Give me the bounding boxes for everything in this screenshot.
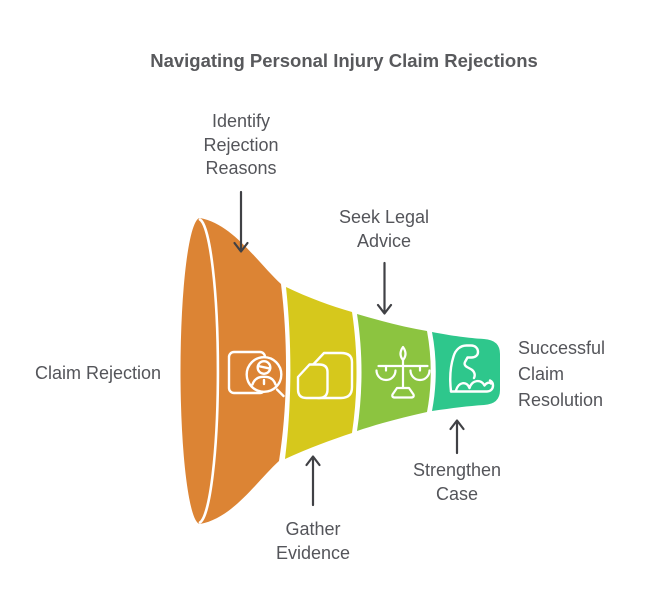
arrow-identify-rejection-reasons — [233, 190, 249, 253]
bicep-icon — [449, 344, 495, 393]
person-search-icon — [227, 350, 285, 398]
funnel-input-label: Claim Rejection — [34, 363, 162, 383]
documents-icon — [296, 351, 354, 400]
stage-label-strengthen-case: Strengthen Case — [412, 460, 502, 504]
arrow-seek-legal-advice — [376, 261, 393, 315]
stage-label-gather-evidence: Gather Evidence — [275, 519, 351, 563]
funnel-stage-1 — [180, 218, 287, 524]
funnel-mouth-seam — [198, 218, 220, 524]
funnel-output-label: Successful Claim Resolution — [518, 338, 606, 410]
stage-label-seek-legal-advice: Seek Legal Advice — [338, 207, 430, 251]
page-title: Navigating Personal Injury Claim Rejecti… — [150, 50, 538, 71]
arrow-strengthen-case — [449, 419, 465, 455]
scales-icon — [375, 345, 431, 399]
arrow-gather-evidence — [305, 455, 321, 507]
stage-label-identify-rejection-reasons: Identify Rejection Reasons — [203, 111, 279, 178]
funnel-stage-4 — [432, 332, 500, 411]
funnel-stage-3 — [357, 314, 431, 431]
